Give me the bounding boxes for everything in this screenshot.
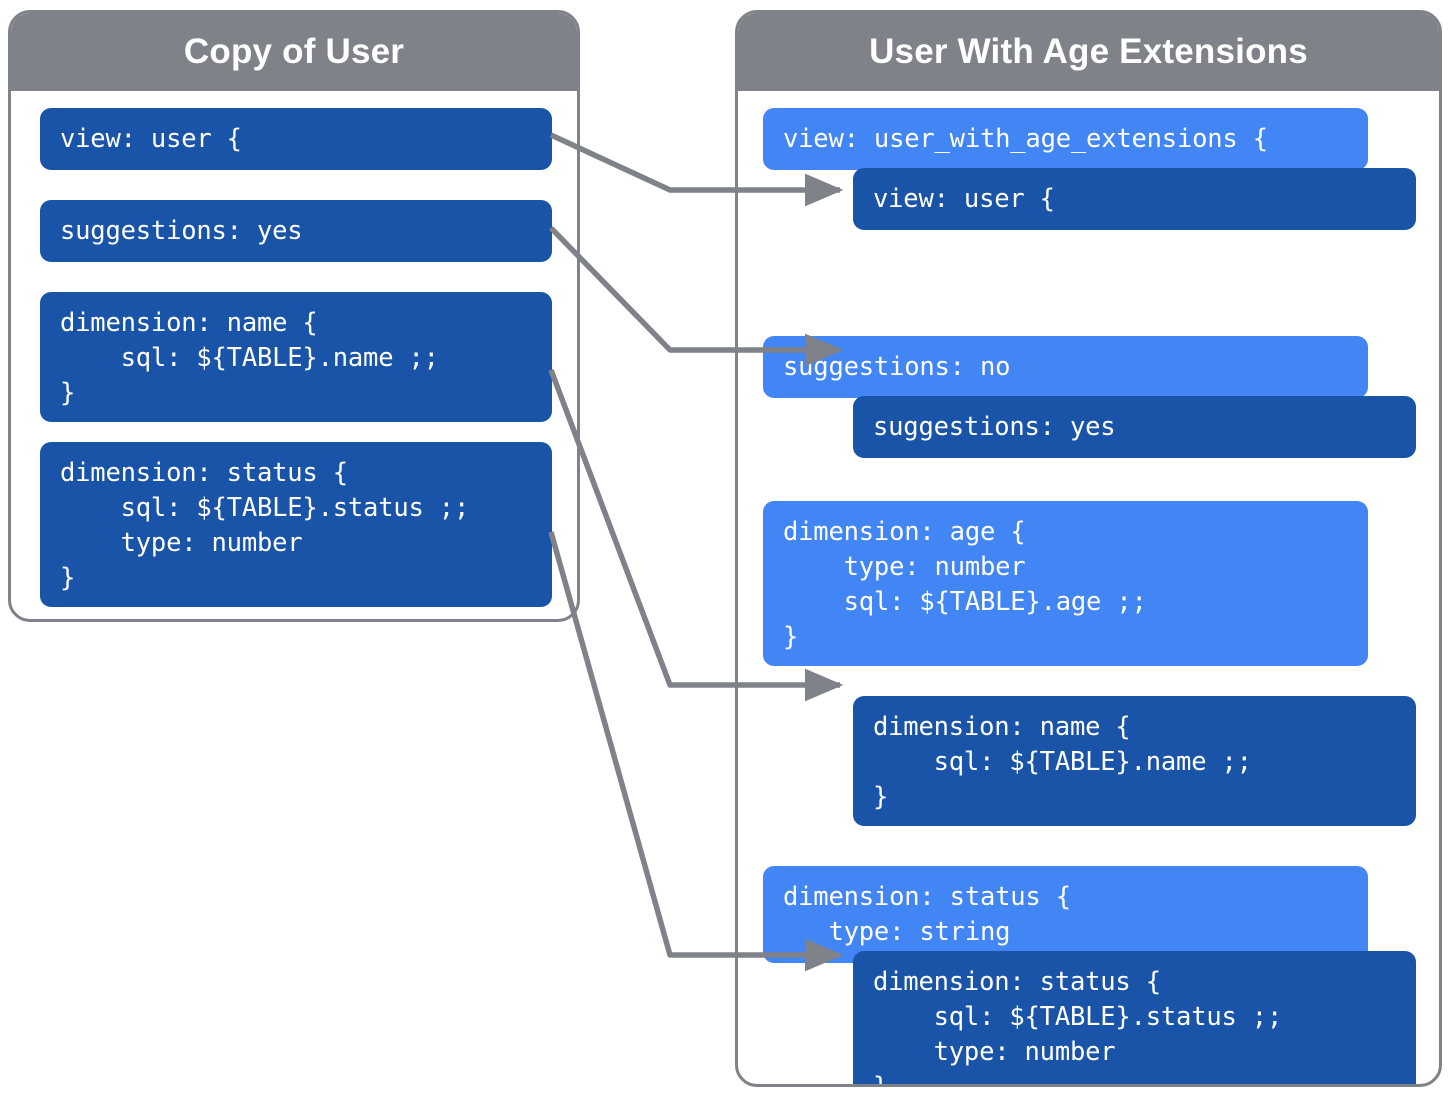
panel-left-title: Copy of User <box>183 32 405 71</box>
right-block-suggestions-base[interactable]: suggestions: yes <box>853 396 1416 458</box>
panel-left-header: Copy of User <box>11 13 577 91</box>
right-block-dimension-status-base[interactable]: dimension: status { sql: ${TABLE}.status… <box>853 951 1416 1084</box>
panel-copy-of-user: Copy of User view: user { suggestions: y… <box>8 10 580 622</box>
panel-user-with-age-extensions: User With Age Extensions view: user_with… <box>735 10 1442 1087</box>
left-block-view-declaration[interactable]: view: user { <box>40 108 552 170</box>
panel-right-title: User With Age Extensions <box>869 32 1308 71</box>
left-block-dimension-name[interactable]: dimension: name { sql: ${TABLE}.name ;; … <box>40 292 552 422</box>
right-block-dimension-status-extension[interactable]: dimension: status { type: string <box>763 866 1368 963</box>
right-block-view-declaration-extension[interactable]: view: user_with_age_extensions { <box>763 108 1368 170</box>
right-block-dimension-age-extension[interactable]: dimension: age { type: number sql: ${TAB… <box>763 501 1368 666</box>
right-block-suggestions-extension[interactable]: suggestions: no <box>763 336 1368 398</box>
left-block-suggestions-param[interactable]: suggestions: yes <box>40 200 552 262</box>
right-block-view-declaration-base[interactable]: view: user { <box>853 168 1416 230</box>
panel-right-header: User With Age Extensions <box>738 13 1439 91</box>
right-block-dimension-name-base[interactable]: dimension: name { sql: ${TABLE}.name ;; … <box>853 696 1416 826</box>
left-block-dimension-status[interactable]: dimension: status { sql: ${TABLE}.status… <box>40 442 552 607</box>
